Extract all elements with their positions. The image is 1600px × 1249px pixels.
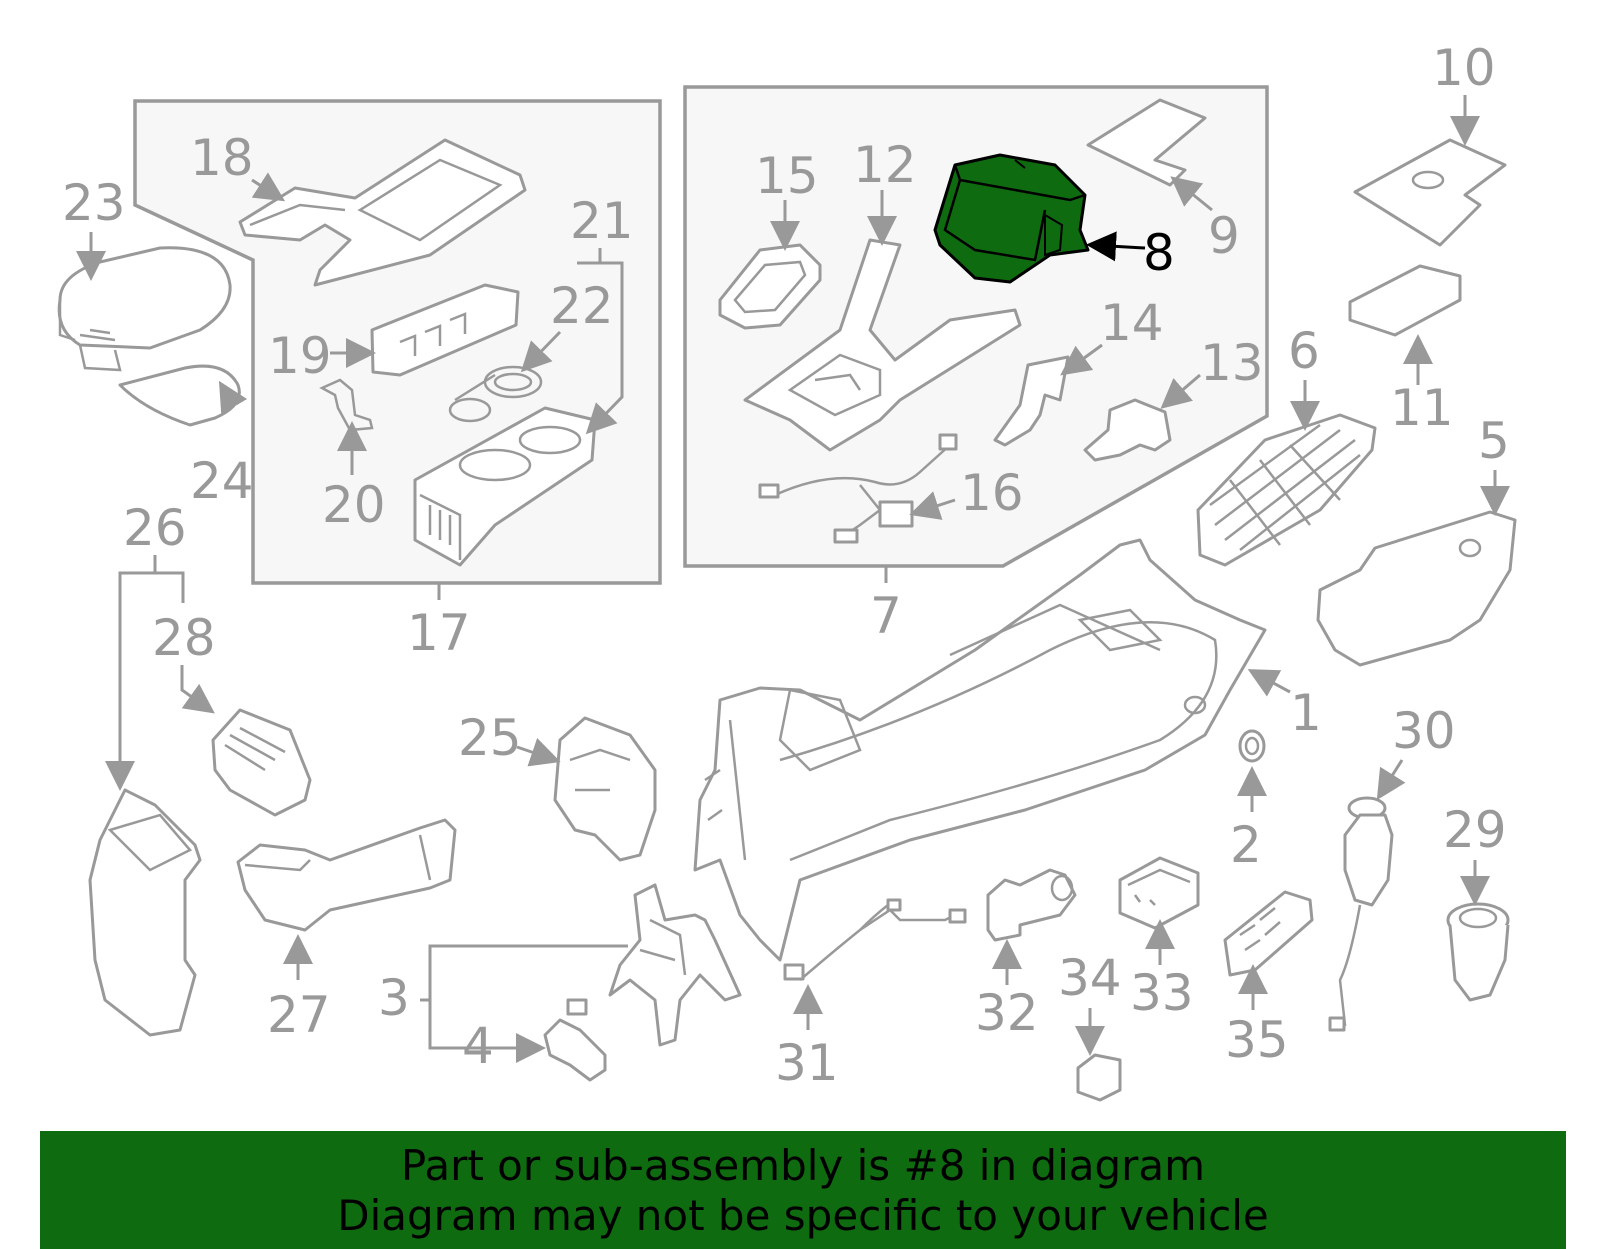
part-5-hole xyxy=(1458,538,1482,558)
part-11-pad xyxy=(1348,264,1462,337)
part-1-console-body xyxy=(693,538,1267,962)
label-28: 28 xyxy=(152,609,216,667)
info-banner: Part or sub-assembly is #8 in diagram Di… xyxy=(40,1131,1566,1249)
banner-line-1: Part or sub-assembly is #8 in diagram xyxy=(400,1141,1206,1190)
part-25-bracket xyxy=(553,716,657,862)
label-10: 10 xyxy=(1432,39,1496,97)
label-16: 16 xyxy=(960,464,1024,522)
label-29: 29 xyxy=(1443,801,1507,859)
label-25: 25 xyxy=(458,709,522,767)
label-33: 33 xyxy=(1130,964,1194,1022)
part-19-switch xyxy=(370,283,520,377)
label-4: 4 xyxy=(462,1017,494,1075)
part-26-side-trim xyxy=(88,788,202,1037)
label-13: 13 xyxy=(1200,334,1264,392)
leader-lines xyxy=(76,95,1510,1050)
label-27: 27 xyxy=(267,986,331,1044)
part-18-bezel xyxy=(238,138,527,287)
part-24-pad xyxy=(118,364,241,427)
part-9-mat xyxy=(1086,98,1207,187)
part-32-socket xyxy=(986,868,1077,942)
part-27-duct xyxy=(236,818,457,932)
part-33-module xyxy=(1118,856,1200,930)
part-16-harness xyxy=(758,433,958,544)
part-23-armrest-lid xyxy=(57,246,232,372)
part-30-socket xyxy=(1328,796,1394,1032)
part-6-mesh xyxy=(1196,413,1377,567)
part-35-switch xyxy=(1223,890,1314,977)
label-7: 7 xyxy=(870,587,902,645)
part-14-bracket xyxy=(993,355,1070,447)
label-23: 23 xyxy=(62,174,126,232)
part-28-vent xyxy=(211,708,312,817)
label-12: 12 xyxy=(853,136,917,194)
part-4-bracket xyxy=(543,1018,607,1082)
part-3-stand xyxy=(608,883,742,1047)
part-20-clip xyxy=(319,378,374,432)
part-31-harness xyxy=(783,898,967,981)
label-22: 22 xyxy=(550,277,614,335)
label-18: 18 xyxy=(190,129,254,187)
label-15: 15 xyxy=(755,147,819,205)
label-1: 1 xyxy=(1290,684,1322,742)
part-34-clip xyxy=(1076,1053,1122,1102)
label-5: 5 xyxy=(1478,412,1510,470)
label-26: 26 xyxy=(123,499,187,557)
part-4-connector xyxy=(566,998,588,1016)
label-6: 6 xyxy=(1288,322,1320,380)
label-19: 19 xyxy=(268,327,332,385)
label-35: 35 xyxy=(1225,1011,1289,1069)
label-24: 24 xyxy=(190,452,254,510)
label-3: 3 xyxy=(378,969,410,1027)
label-11: 11 xyxy=(1390,379,1454,437)
label-21: 21 xyxy=(570,192,634,250)
label-34: 34 xyxy=(1058,949,1122,1007)
part-29-cap xyxy=(1446,902,1510,1002)
label-17: 17 xyxy=(407,604,471,662)
label-2: 2 xyxy=(1230,816,1262,874)
label-30: 30 xyxy=(1392,702,1456,760)
part-5-side-panel xyxy=(1316,510,1517,667)
label-14: 14 xyxy=(1100,294,1164,352)
label-8: 8 xyxy=(1143,224,1175,282)
banner-line-2: Diagram may not be specific to your vehi… xyxy=(337,1191,1269,1240)
part-2-grommet xyxy=(1238,729,1266,763)
part-10-mat xyxy=(1353,138,1507,247)
label-31: 31 xyxy=(775,1034,839,1092)
part-21-cup-holder xyxy=(413,406,597,567)
label-9: 9 xyxy=(1208,207,1240,265)
part-22-ring xyxy=(448,365,543,423)
label-32: 32 xyxy=(975,984,1039,1042)
part-8-highlighted xyxy=(933,153,1090,284)
part-13-bracket xyxy=(1083,398,1172,462)
label-20: 20 xyxy=(322,476,386,534)
